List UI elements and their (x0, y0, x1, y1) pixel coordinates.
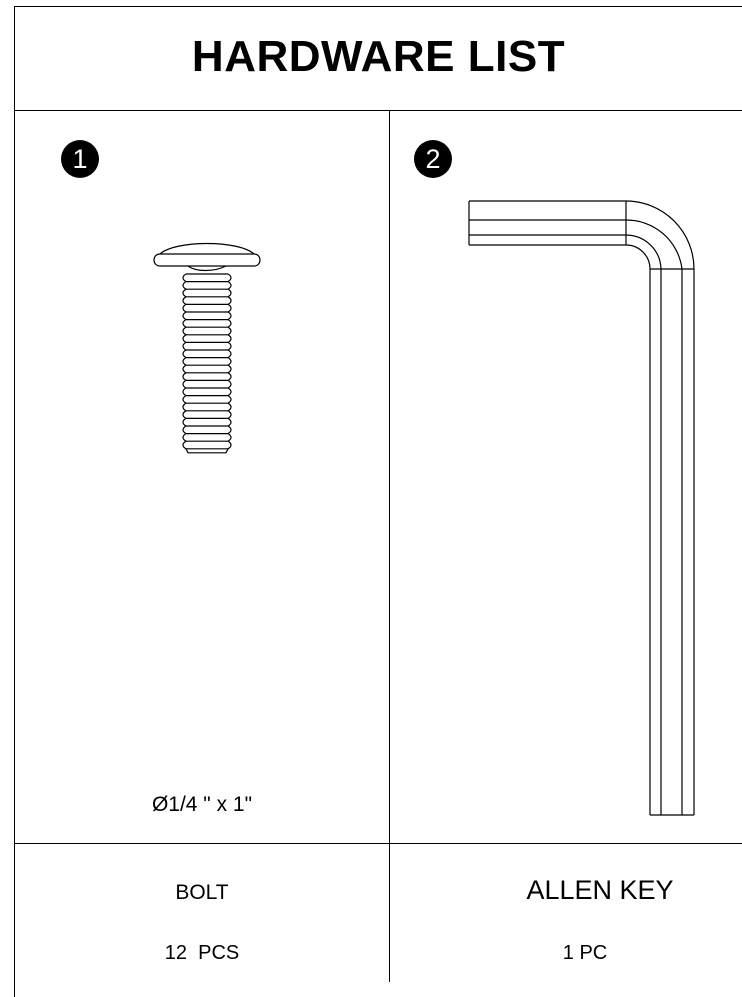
item-name-allen-key: ALLEN KEY (526, 875, 674, 905)
item-number-badge-2: 2 (414, 140, 452, 178)
bolt-thread-6 (182, 319, 232, 328)
bolt-spec: Ø1/4 " x 1" (151, 793, 253, 816)
bolt-icon (153, 242, 261, 454)
bolt-thread-20 (182, 425, 232, 435)
footer-divider (15, 843, 742, 844)
item-quantity-bolt: 12 PCS (164, 942, 240, 964)
bolt-thread-2 (182, 288, 232, 298)
bolt-thread-14 (182, 379, 232, 389)
bolt-thread-1 (182, 281, 232, 290)
bolt-thread-17 (182, 402, 232, 412)
allen-key-icon (468, 200, 695, 816)
bolt-thread-4 (182, 303, 232, 313)
item-number-badge-1: 1 (61, 140, 99, 178)
bolt-thread-19 (182, 417, 232, 427)
bolt-thread-9 (182, 341, 232, 351)
item-quantity-allen-key: 1 PC (562, 942, 608, 964)
column-divider (389, 111, 390, 982)
bolt-thread-16 (182, 395, 232, 404)
bolt-thread-11 (182, 357, 232, 366)
bolt-thread-21 (182, 433, 232, 442)
page-title: HARDWARE LIST (191, 32, 566, 81)
bolt-tip (185, 448, 229, 454)
bolt-thread-22 (182, 440, 232, 450)
bolt-thread-8 (182, 334, 232, 343)
bolt-thread-18 (182, 410, 232, 419)
item-name-bolt: BOLT (175, 881, 229, 904)
bolt-thread-7 (182, 326, 232, 336)
bolt-thread-3 (182, 296, 232, 305)
title-divider (15, 110, 742, 111)
bolt-thread-10 (182, 349, 232, 359)
bolt-thread-0 (182, 273, 232, 283)
bolt-thread-12 (182, 364, 232, 374)
bolt-thread-15 (182, 387, 232, 397)
bolt-thread-13 (182, 372, 232, 381)
bolt-thread-5 (182, 311, 232, 321)
table-frame (14, 6, 742, 997)
